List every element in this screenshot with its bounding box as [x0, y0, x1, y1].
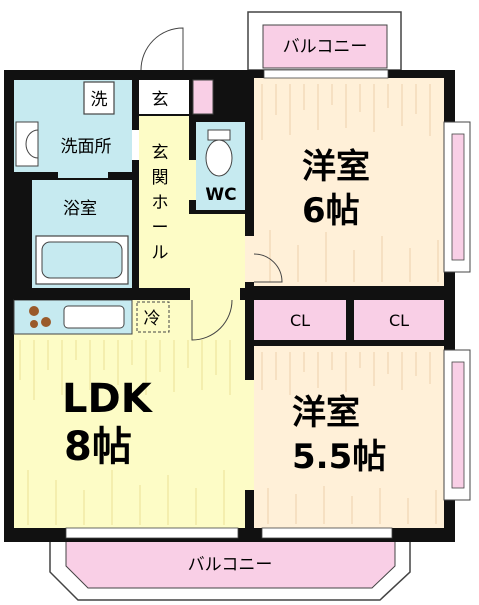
fridge-label: 冷: [144, 309, 161, 329]
ldk-label-line1: LDK: [62, 376, 154, 422]
ldk-floor: [14, 300, 246, 528]
closet-1-label: CL: [290, 311, 310, 330]
bedroom1-hatching: [261, 84, 439, 282]
toilet: [205, 129, 233, 177]
hall-floor-lower: [189, 214, 245, 290]
entrance-label: 玄: [152, 90, 169, 110]
hall-floor: [139, 116, 189, 290]
fridge-space: [136, 301, 170, 333]
washbasin: [15, 121, 39, 167]
door-washroom-opening: [132, 130, 139, 160]
bedroom2-floor: [254, 346, 444, 528]
wc-label: WC: [205, 185, 236, 205]
bathtub: [35, 235, 129, 285]
door-bath-opening: [58, 172, 108, 178]
closet-1-floor: [254, 300, 346, 340]
closet-2-label: CL: [389, 311, 409, 330]
balcony-top: [247, 11, 402, 71]
window-bedroom2: [443, 349, 471, 501]
shoe-cabinet: [192, 79, 214, 115]
stove: [29, 305, 125, 329]
window-bedroom1: [443, 121, 471, 273]
door-ldk-opening: [190, 288, 240, 300]
window-bottom-ldk: [65, 527, 239, 539]
door-bedroom1-swing: [253, 253, 283, 283]
closet-2-floor: [354, 300, 444, 340]
window-bottom-bedroom2: [261, 527, 393, 539]
washroom-label: 洗面所: [61, 137, 112, 157]
bedroom2-label-line2: 5.5帖: [292, 437, 386, 477]
balcony-bottom: [49, 537, 411, 601]
bath-label: 浴室: [63, 199, 97, 219]
washer-box: [83, 81, 115, 115]
hall-label-2: 関: [152, 168, 169, 188]
bedroom2-hatching: [261, 352, 437, 524]
door-wc-opening: [189, 160, 196, 200]
bedroom1-floor: [254, 78, 444, 286]
window-top-bedroom1: [263, 69, 389, 79]
entrance-floor: [139, 80, 189, 114]
ldk-label-line2: 8帖: [64, 424, 132, 470]
balcony-top-label: バルコニー: [283, 37, 368, 57]
bedroom1-label-line2: 6帖: [302, 191, 360, 231]
bedroom2-label-line1: 洋室: [292, 393, 360, 433]
hall-label-1: 玄: [152, 143, 169, 163]
ldk-hatching: [19, 340, 231, 525]
balcony-bottom-label: バルコニー: [188, 555, 273, 575]
door-bedroom1-opening: [245, 236, 254, 282]
hall-label-5: ル: [152, 243, 169, 263]
door-bedroom2-opening: [245, 380, 254, 490]
bedroom1-label-line1: 洋室: [302, 147, 370, 187]
washer-label: 洗: [91, 90, 108, 110]
door-ldk-swing: [191, 299, 233, 341]
hall-label-4: ー: [152, 218, 169, 238]
hall-label-3: ホ: [152, 193, 169, 213]
entrance-door: [139, 27, 184, 71]
